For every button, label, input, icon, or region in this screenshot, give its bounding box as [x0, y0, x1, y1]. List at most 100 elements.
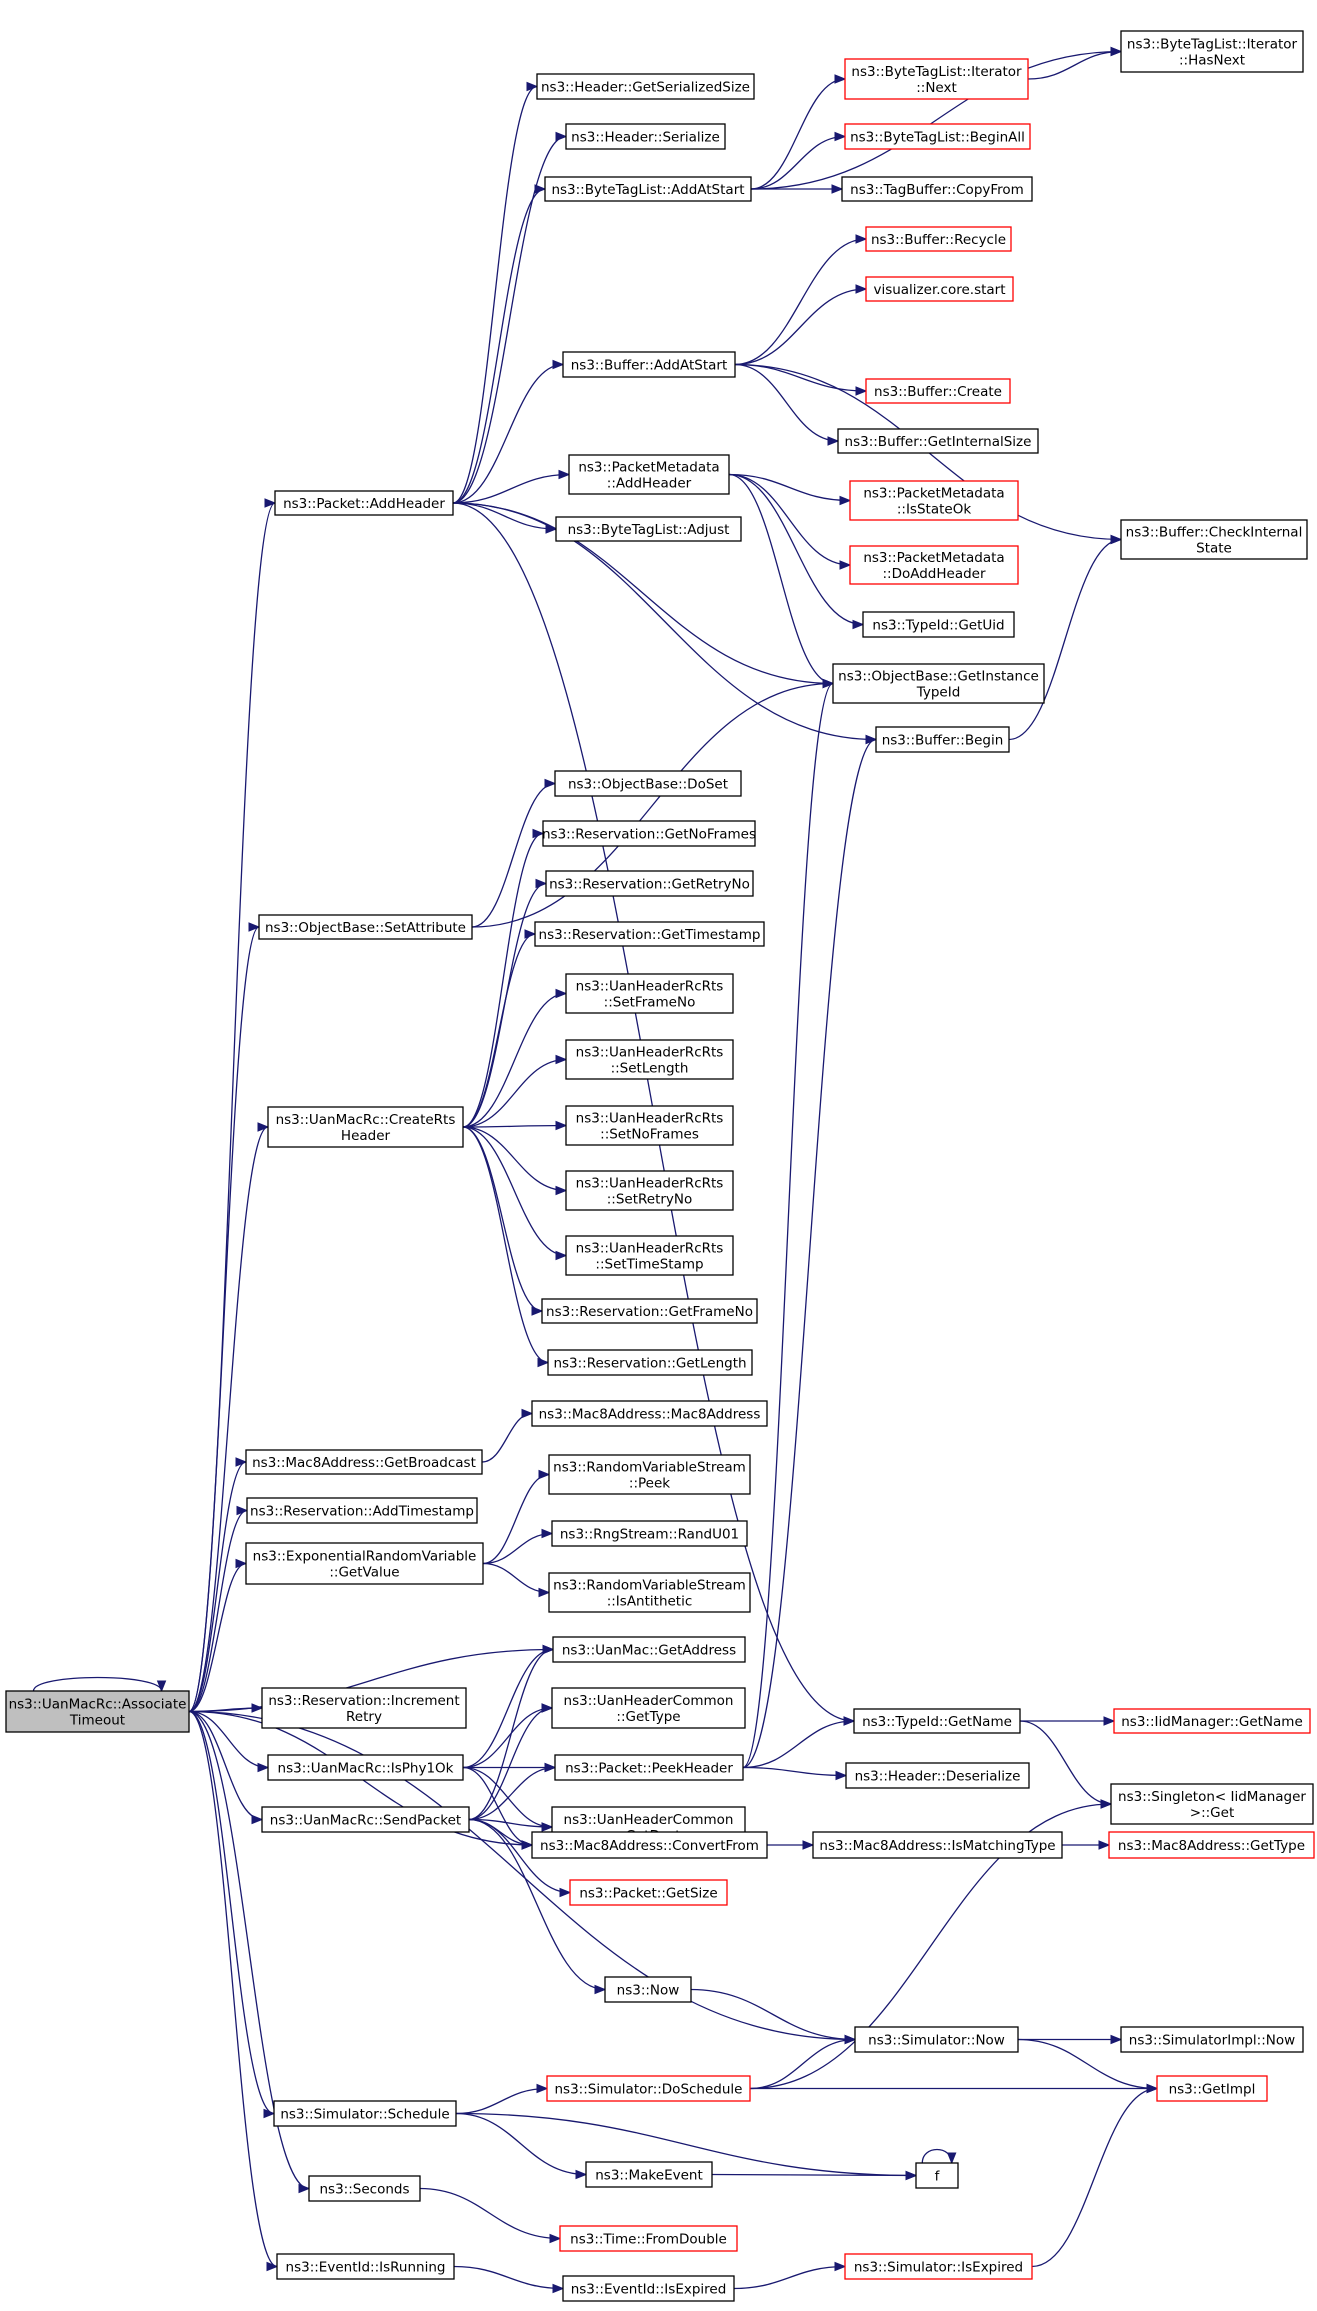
node-time_fromdouble[interactable]: ns3::Time::FromDouble [559, 2225, 738, 2252]
node-box [1120, 2026, 1304, 2053]
node-sim_schedule[interactable]: ns3::Simulator::Schedule [273, 2100, 457, 2127]
node-pkt_getsize[interactable]: ns3::Packet::GetSize [569, 1879, 728, 1906]
node-hserialize[interactable]: ns3::Header::Serialize [565, 123, 726, 150]
node-rvs_peek[interactable]: ns3::RandomVariableStream::Peek [548, 1454, 751, 1495]
node-uanmac_getaddress[interactable]: ns3::UanMac::GetAddress [552, 1636, 746, 1663]
node-pm_doaddheader[interactable]: ns3::PacketMetadata::DoAddHeader [849, 545, 1019, 585]
node-hrts_settimestamp[interactable]: ns3::UanHeaderRcRts::SetTimeStamp [565, 1235, 734, 1276]
edge-f-to-f [921, 2149, 957, 2165]
node-isphy1ok[interactable]: ns3::UanMacRc::IsPhy1Ok [267, 1754, 464, 1781]
node-res_getnoframes[interactable]: ns3::Reservation::GetNoFrames [542, 820, 756, 847]
node-label: ns3::UanHeaderRcRts [576, 1045, 724, 1061]
node-mac8_ctor[interactable]: ns3::Mac8Address::Mac8Address [531, 1400, 768, 1427]
node-mac8_gettype[interactable]: ns3::Mac8Address::GetType [1108, 1831, 1315, 1859]
node-btl_adjust[interactable]: ns3::ByteTagList::Adjust [555, 516, 742, 542]
node-rng_randu01[interactable]: ns3::RngStream::RandU01 [551, 1520, 748, 1547]
node-label: ns3::Simulator::Now [868, 2033, 1005, 2049]
edge-root-to-seconds [188, 1710, 311, 2194]
node-box [837, 428, 1039, 454]
node-res_getretryno[interactable]: ns3::Reservation::GetRetryNo [545, 870, 754, 897]
node-peekheader[interactable]: ns3::Packet::PeekHeader [554, 1754, 744, 1781]
node-box [276, 2253, 455, 2280]
node-hrts_setframeno[interactable]: ns3::UanHeaderRcRts::SetFrameNo [565, 973, 734, 1014]
node-sendpacket[interactable]: ns3::UanMacRc::SendPacket [261, 1806, 470, 1833]
node-pm_isstateok[interactable]: ns3::PacketMetadata::IsStateOk [849, 480, 1019, 521]
node-btl_it_hasnext[interactable]: ns3::ByteTagList::Iterator::HasNext [1120, 30, 1304, 73]
node-btl_addatstart[interactable]: ns3::ByteTagList::AddAtStart [544, 176, 752, 202]
node-ob_setattribute[interactable]: ns3::ObjectBase::SetAttribute [258, 914, 473, 940]
node-addheader[interactable]: ns3::Packet::AddHeader [274, 490, 454, 516]
edge-createrts-to-res_getframeno [462, 1126, 544, 1316]
node-sim_isexpired[interactable]: ns3::Simulator::IsExpired [844, 2253, 1033, 2280]
edge-createrts-to-hrts_setlength [462, 1054, 568, 1128]
node-hc_gettype[interactable]: ns3::UanHeaderCommon::GetType [551, 1687, 746, 1729]
node-buf_create[interactable]: ns3::Buffer::Create [865, 378, 1011, 404]
node-typeid_getuid[interactable]: ns3::TypeId::GetUid [862, 611, 1015, 638]
node-getimpl[interactable]: ns3::GetImpl [1156, 2075, 1268, 2102]
node-hrts_setlength[interactable]: ns3::UanHeaderRcRts::SetLength [565, 1039, 734, 1080]
node-label: ns3::Header::Serialize [571, 130, 720, 146]
node-tagbuf_copyfrom[interactable]: ns3::TagBuffer::CopyFrom [841, 176, 1033, 202]
node-eid_isexpired[interactable]: ns3::EventId::IsExpired [562, 2275, 735, 2302]
node-label: ns3::Reservation::GetTimestamp [539, 927, 761, 943]
node-h_deserialize[interactable]: ns3::Header::Deserialize [845, 1762, 1030, 1789]
node-hrts_setnoframes[interactable]: ns3::UanHeaderRcRts::SetNoFrames [565, 1105, 734, 1146]
node-simimpl_now[interactable]: ns3::SimulatorImpl::Now [1120, 2026, 1304, 2053]
node-sim_now[interactable]: ns3::Simulator::Now [854, 2026, 1019, 2053]
node-iid_getname[interactable]: ns3::IidManager::GetName [1113, 1708, 1311, 1734]
node-pm_addheader[interactable]: ns3::PacketMetadata::AddHeader [568, 454, 730, 495]
node-label: ns3::Reservation::GetLength [553, 1356, 746, 1372]
node-viz_start[interactable]: visualizer.core.start [865, 276, 1014, 302]
nodes-layer: ns3::UanMacRc::AssociateTimeoutns3::Pack… [5, 30, 1315, 2302]
node-res_gettimestamp[interactable]: ns3::Reservation::GetTimestamp [534, 921, 765, 947]
node-buf_begin[interactable]: ns3::Buffer::Begin [875, 726, 1010, 753]
node-mac8_getbroadcast[interactable]: ns3::Mac8Address::GetBroadcast [245, 1449, 483, 1475]
node-btl_it_next[interactable]: ns3::ByteTagList::Iterator::Next [844, 58, 1029, 100]
node-getsersize[interactable]: ns3::Header::GetSerializedSize [536, 73, 755, 100]
node-seconds[interactable]: ns3::Seconds [308, 2175, 421, 2202]
edge-pm_addheader-to-ob_getinstancetypeid [728, 473, 835, 689]
node-btl_beginall[interactable]: ns3::ByteTagList::BeginAll [844, 123, 1031, 150]
node-label: ns3::Mac8Address::Mac8Address [539, 1407, 761, 1423]
node-singleton_get[interactable]: ns3::Singleton< IidManager>::Get [1110, 1783, 1314, 1825]
node-buf_addatstart[interactable]: ns3::Buffer::AddAtStart [562, 351, 736, 378]
node-typeid_getname[interactable]: ns3::TypeId::GetName [853, 1708, 1021, 1734]
node-hrts_setretryno[interactable]: ns3::UanHeaderRcRts::SetRetryNo [565, 1170, 734, 1211]
node-ns3_now[interactable]: ns3::Now [604, 1976, 692, 2003]
node-label: ns3::PacketMetadata [863, 550, 1004, 566]
node-box [565, 1039, 734, 1080]
node-box [1156, 2075, 1268, 2102]
node-res_getframeno[interactable]: ns3::Reservation::GetFrameNo [541, 1298, 758, 1324]
node-mac8_convertfrom[interactable]: ns3::Mac8Address::ConvertFrom [531, 1831, 768, 1859]
node-box [246, 1497, 478, 1524]
node-exprv_getvalue[interactable]: ns3::ExponentialRandomVariable::GetValue [245, 1542, 484, 1585]
node-makeevent[interactable]: ns3::MakeEvent [585, 2161, 713, 2188]
node-sim_doschedule[interactable]: ns3::Simulator::DoSchedule [546, 2075, 751, 2102]
node-label: ns3::PacketMetadata [863, 486, 1004, 502]
node-res_addtimestamp[interactable]: ns3::Reservation::AddTimestamp [246, 1497, 478, 1524]
node-label: ns3::TagBuffer::CopyFrom [850, 182, 1024, 198]
node-mac8_ismatching[interactable]: ns3::Mac8Address::IsMatchingType [812, 1831, 1063, 1859]
node-box [565, 1105, 734, 1146]
node-ob_doset[interactable]: ns3::ObjectBase::DoSet [554, 770, 742, 797]
node-label: ns3::EventId::IsRunning [286, 2260, 446, 2276]
node-label: ns3::Now [617, 1983, 680, 1999]
edge-seconds-to-time_fromdouble [419, 2187, 562, 2244]
node-eid_isrunning[interactable]: ns3::EventId::IsRunning [276, 2253, 455, 2280]
node-box [245, 1449, 483, 1475]
node-f[interactable]: f [915, 2162, 959, 2189]
edge-isphy1ok-to-uanmac_getaddress [462, 1644, 555, 1769]
node-box [1120, 519, 1308, 560]
node-res_getlength[interactable]: ns3::Reservation::GetLength [547, 1349, 753, 1376]
node-label: ns3::EventId::IsExpired [571, 2282, 727, 2298]
node-buf_recycle[interactable]: ns3::Buffer::Recycle [865, 226, 1012, 252]
node-buf_getinternalsize[interactable]: ns3::Buffer::GetInternalSize [837, 428, 1039, 454]
node-box [875, 726, 1010, 753]
node-rvs_isantithetic[interactable]: ns3::RandomVariableStream::IsAntithetic [548, 1572, 751, 1613]
node-box [534, 921, 765, 947]
